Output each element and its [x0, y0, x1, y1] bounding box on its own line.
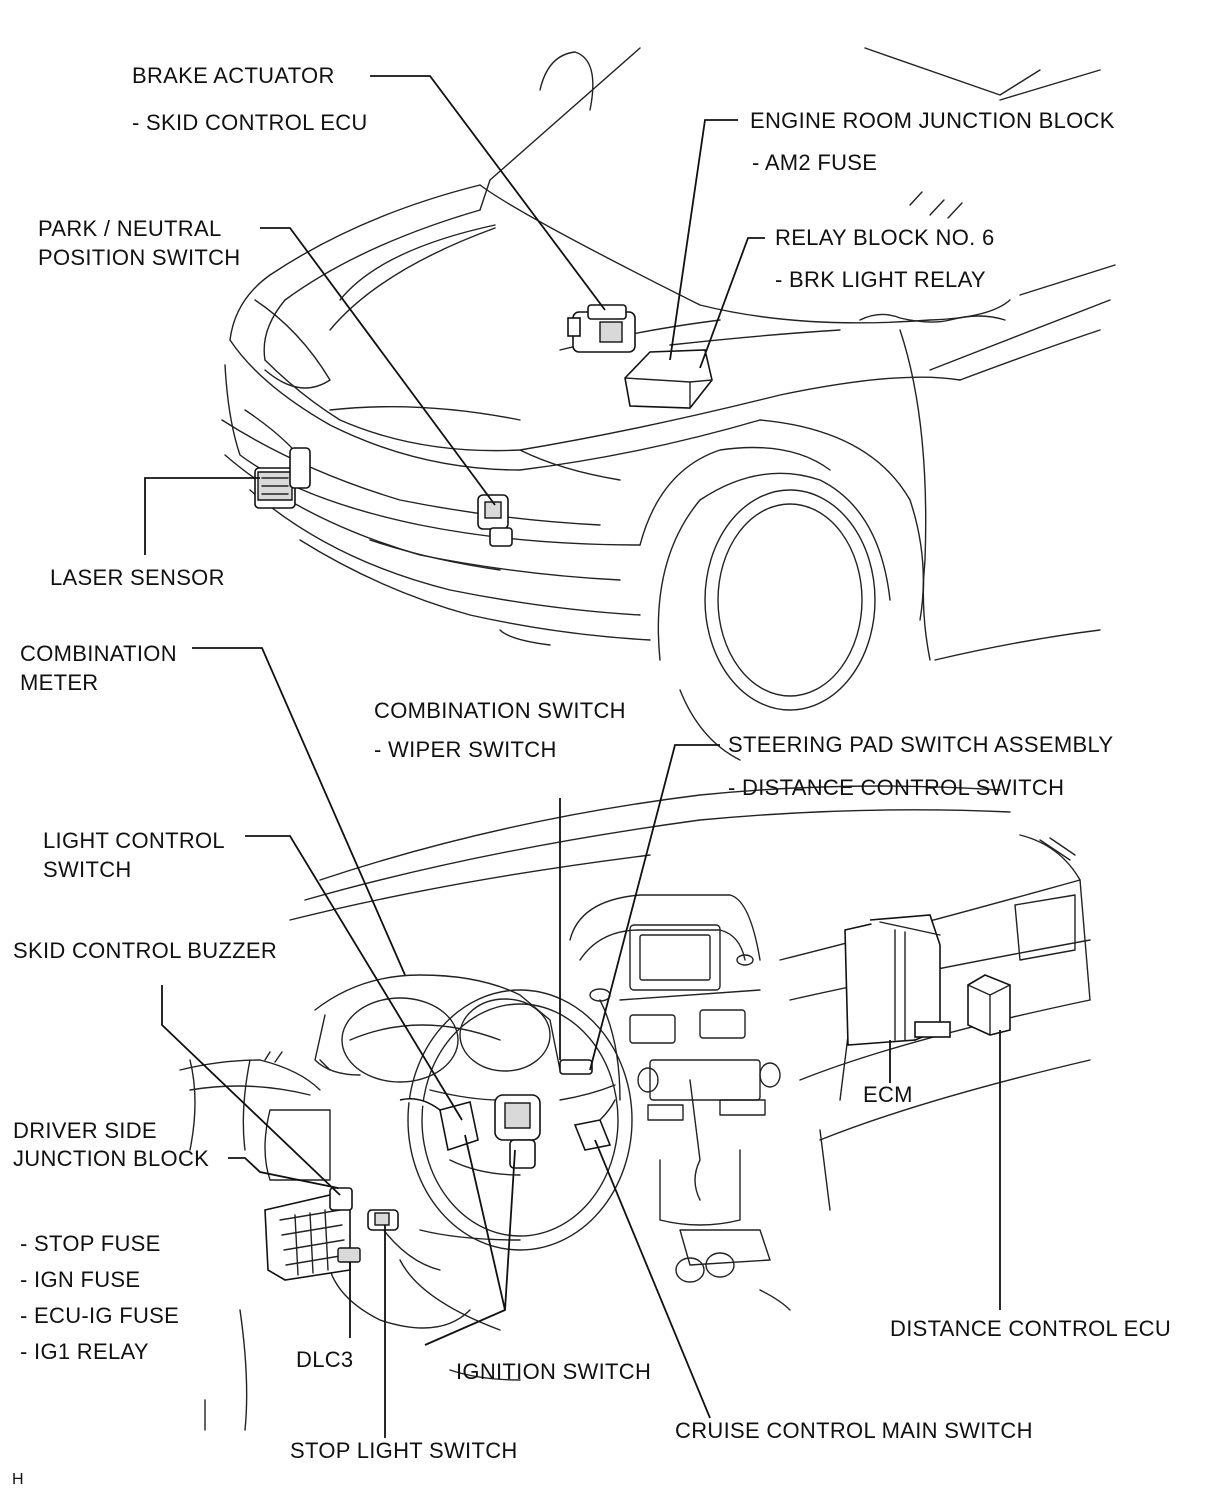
cruise-control-main-switch-part — [573, 1099, 616, 1151]
label-ig1-relay: - IG1 RELAY — [20, 1339, 149, 1364]
engine-room-junction-block-part — [624, 349, 713, 409]
label-ecm: ECM — [863, 1082, 913, 1107]
vehicle-exterior-illustration — [221, 47, 1116, 761]
skid-control-buzzer-part — [329, 1187, 353, 1211]
dlc3-part — [337, 1247, 361, 1263]
label-light-control-2: SWITCH — [43, 857, 132, 882]
label-combination-meter-2: METER — [20, 670, 99, 695]
label-combination-switch: COMBINATION SWITCH — [374, 698, 626, 723]
label-ecu-ig-fuse: - ECU-IG FUSE — [20, 1303, 179, 1328]
label-skid-control-buzzer: SKID CONTROL BUZZER — [13, 938, 277, 963]
steering-pad-switch-part — [559, 1059, 593, 1075]
label-distance-control-ecu: DISTANCE CONTROL ECU — [890, 1316, 1171, 1341]
ignition-switch-part — [494, 1094, 541, 1169]
label-distance-control-switch: - DISTANCE CONTROL SWITCH — [728, 775, 1064, 800]
label-park-neutral-1: PARK / NEUTRAL — [38, 216, 222, 241]
label-driver-side-jb-1: DRIVER SIDE — [13, 1118, 157, 1143]
label-engine-room-junction-block: ENGINE ROOM JUNCTION BLOCK — [750, 108, 1115, 133]
label-brake-actuator: BRAKE ACTUATOR — [132, 63, 335, 88]
label-ign-fuse: - IGN FUSE — [20, 1267, 140, 1292]
label-steering-pad-switch: STEERING PAD SWITCH ASSEMBLY — [728, 732, 1113, 757]
label-wiper-switch: - WIPER SWITCH — [374, 737, 557, 762]
label-skid-control-ecu: - SKID CONTROL ECU — [132, 110, 368, 135]
vehicle-interior-illustration — [179, 785, 1091, 1431]
label-laser-sensor: LASER SENSOR — [50, 565, 225, 590]
park-neutral-position-switch-part — [477, 494, 513, 547]
brake-actuator-part — [567, 304, 636, 353]
label-am2-fuse: - AM2 FUSE — [752, 150, 877, 175]
label-relay-block-no6: RELAY BLOCK NO. 6 — [775, 225, 994, 250]
ecm-part — [844, 914, 951, 1046]
label-driver-side-jb-2: JUNCTION BLOCK — [13, 1146, 209, 1171]
label-stop-fuse: - STOP FUSE — [20, 1231, 161, 1256]
label-ignition-switch: IGNITION SWITCH — [456, 1359, 651, 1384]
label-stop-light-switch: STOP LIGHT SWITCH — [290, 1438, 518, 1463]
distance-control-ecu-part — [967, 974, 1011, 1036]
label-dlc3: DLC3 — [296, 1347, 353, 1372]
label-combination-meter-1: COMBINATION — [20, 641, 177, 666]
figure-code: H — [12, 1471, 24, 1488]
combination-switch-part — [399, 1097, 479, 1152]
label-park-neutral-2: POSITION SWITCH — [38, 245, 241, 270]
callout-labels: BRAKE ACTUATOR - SKID CONTROL ECU ENGINE… — [12, 63, 1171, 1488]
label-light-control-1: LIGHT CONTROL — [43, 828, 225, 853]
stop-light-switch-part — [367, 1209, 399, 1231]
label-brk-light-relay: - BRK LIGHT RELAY — [775, 267, 986, 292]
label-cruise-control-main-switch: CRUISE CONTROL MAIN SWITCH — [675, 1418, 1033, 1443]
leader-lines — [144, 75, 1001, 1438]
laser-sensor-part — [254, 447, 311, 509]
